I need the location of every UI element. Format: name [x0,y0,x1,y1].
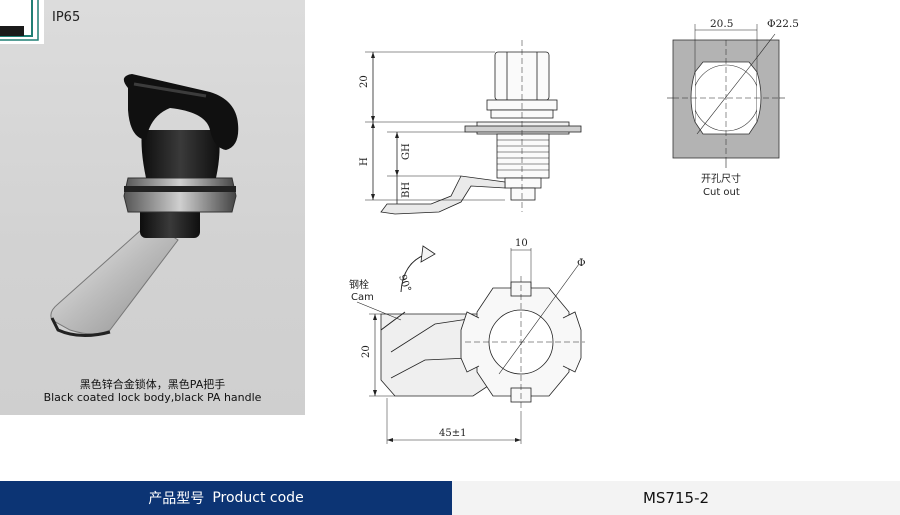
rotation-label: 90° [396,273,412,293]
ip-rating-label: IP65 [52,10,81,25]
front-dim-10: 10 [515,238,528,249]
side-view-drawing [365,40,582,215]
cam-lock-photo [50,74,239,337]
front-dim-45: 45±1 [439,428,466,439]
ip-rating-badge-icon [0,0,44,44]
side-dim-20: 20 [359,75,370,88]
cutout-width-dim: 20.5 [710,18,733,30]
front-dim-20: 20 [361,345,372,358]
product-code-label-zh: 产品型号 [148,491,205,507]
side-dim-bh: BH [401,182,412,198]
side-dim-h: H [359,157,370,166]
cutout-label-zh: 开孔尺寸 [701,172,741,185]
cam-label-en: Cam [351,292,374,303]
product-code-label-en: Product code [212,490,304,506]
front-view-drawing [356,245,585,444]
product-code-label-bar: 产品型号 Product code [0,481,452,515]
photo-caption-en: Black coated lock body,black PA handle [43,391,262,404]
product-code-value: MS715-2 [452,481,900,515]
cutout-diameter-dim: Φ22.5 [767,18,799,30]
cam-label-zh: 钢栓 [349,278,369,291]
product-photo-panel: IP65 [0,0,305,415]
photo-caption-zh: 黑色锌合金锁体，黑色PA把手 [79,378,226,391]
cutout-label-en: Cut out [703,187,740,198]
side-dim-gh: GH [401,143,412,160]
cutout-drawing [667,24,785,168]
technical-drawing: 20 H GH BH 20.5 Φ22.5 开孔尺寸 Cut out 10 Φ … [349,18,799,444]
front-phi: Φ [577,257,586,269]
